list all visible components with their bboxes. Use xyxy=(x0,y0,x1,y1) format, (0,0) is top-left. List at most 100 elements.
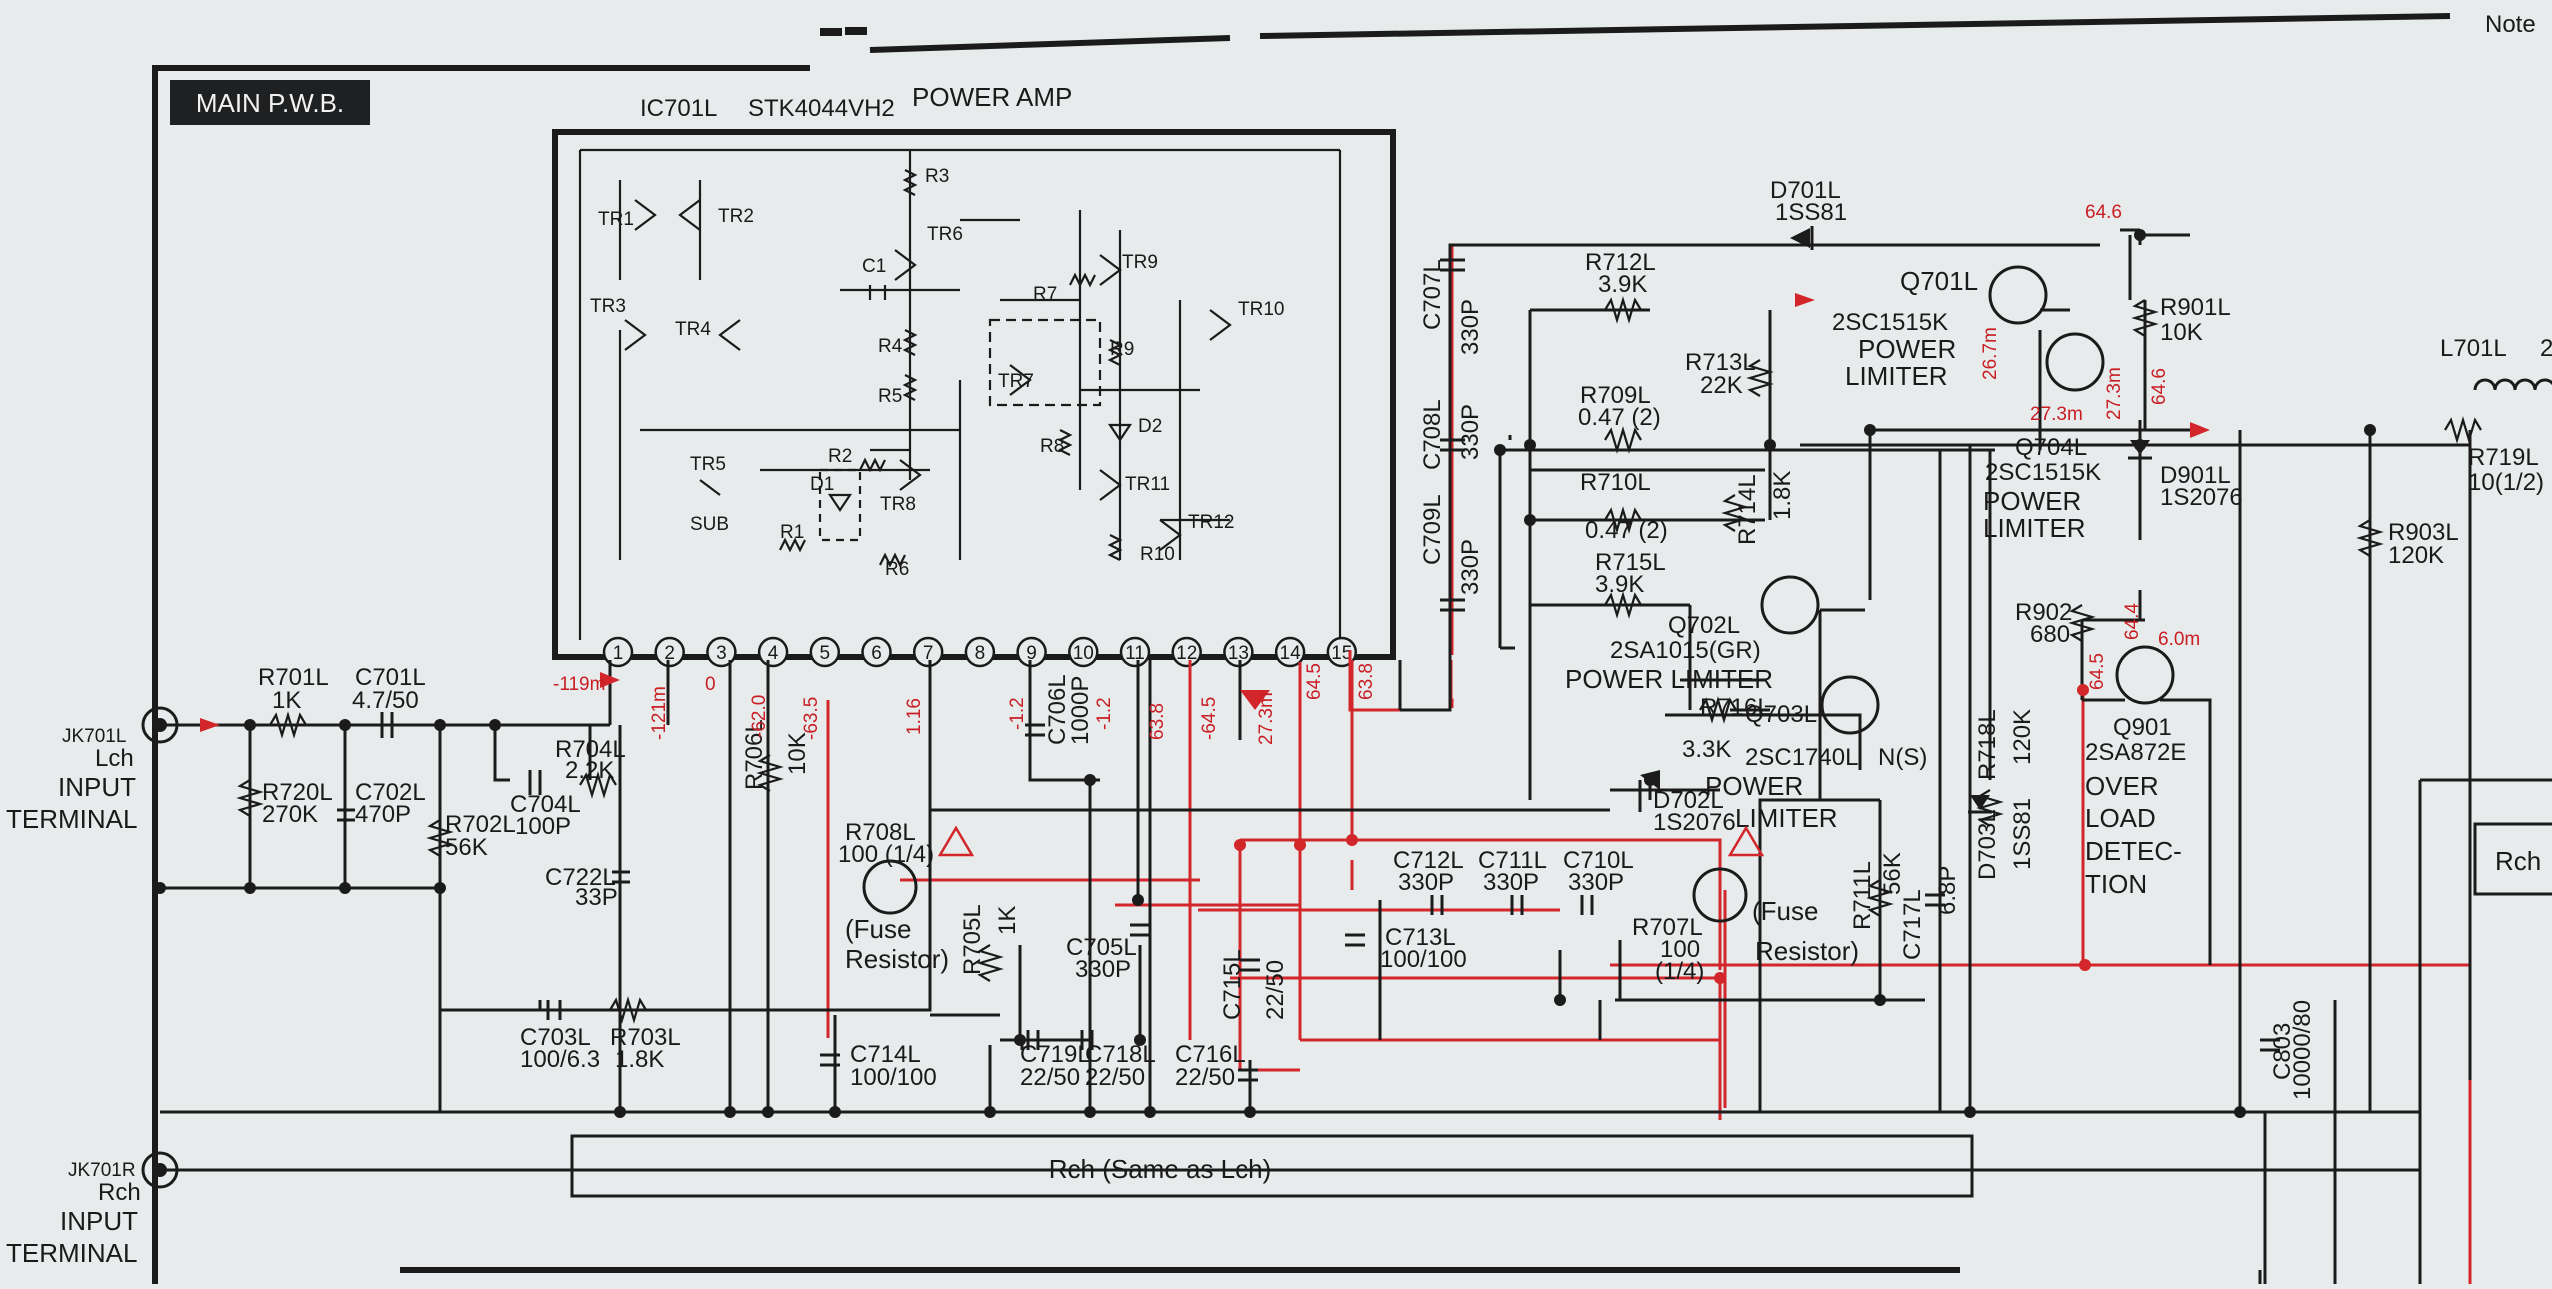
warning-icon xyxy=(937,825,975,857)
r711-val: 56K xyxy=(1879,852,1906,895)
rch-block-label: Rch (Same as Lch) xyxy=(1049,1154,1272,1184)
ic-pin-label: 7 xyxy=(923,643,934,664)
q702-func: POWER LIMITER xyxy=(1565,664,1773,694)
ic-pin-13 xyxy=(1223,636,1254,668)
junction-dot xyxy=(434,719,446,731)
r712-val: 3.9K xyxy=(1598,271,1647,298)
ic-pin-6 xyxy=(861,636,892,668)
jk-r-terminal: TERMINAL xyxy=(6,1238,137,1268)
v-p10: -1.2 xyxy=(1094,697,1115,730)
d702-ref: D702L xyxy=(1653,787,1724,814)
junction-dot xyxy=(984,1106,996,1118)
d701-val: 1SS81 xyxy=(1775,199,1847,226)
c716-val: 22/50 xyxy=(1175,1064,1235,1091)
ic-pin-label: 11 xyxy=(1125,643,1145,664)
junction-dot xyxy=(1134,1034,1146,1046)
ic-pin-label: 4 xyxy=(768,643,779,664)
c717-val: 6.8P xyxy=(1934,866,1961,915)
r706-val: 10K xyxy=(784,732,811,775)
junction-dot xyxy=(1144,1106,1156,1118)
jk-l-ch: Lch xyxy=(95,745,134,772)
q901-func4: TION xyxy=(2085,869,2147,899)
svg-text:TR12: TR12 xyxy=(1188,512,1234,533)
r720-val: 270K xyxy=(262,801,318,828)
v-p4: -62.0 xyxy=(749,695,770,738)
q901-part: 2SA872E xyxy=(2085,739,2186,766)
r715-ref: R715L xyxy=(1595,549,1666,576)
junction-dot xyxy=(2364,424,2376,436)
ic-pin-label: 2 xyxy=(664,643,675,664)
r704-ref: R704L xyxy=(555,736,626,763)
c711-ref: C711L xyxy=(1478,847,1547,874)
c715-val: 22/50 xyxy=(1262,960,1289,1020)
r720-ref: R720L xyxy=(262,779,333,806)
q701-func2: LIMITER xyxy=(1845,361,1948,391)
junction-dot xyxy=(2234,1106,2246,1118)
c705-val: 330P xyxy=(1075,956,1131,983)
junction-dot xyxy=(724,1106,736,1118)
v-q704-b: 27.3m xyxy=(2030,404,2083,425)
junction-dot xyxy=(489,719,501,731)
warning-icon xyxy=(1727,825,1765,857)
c712-ref: C712L xyxy=(1393,847,1464,874)
r710-ref: R710L xyxy=(1580,469,1651,496)
fuse1-line1: (Fuse xyxy=(845,914,911,944)
q703-ref: Q703L xyxy=(1745,701,1817,728)
board-title-box xyxy=(170,80,370,125)
svg-text:R5: R5 xyxy=(878,386,902,407)
junction-dot xyxy=(1714,972,1726,984)
c716-ref: C716L xyxy=(1175,1041,1246,1068)
r903-ref: R903L xyxy=(2388,519,2459,546)
q703-suffix: N(S) xyxy=(1878,744,1927,771)
c704-val: 100P xyxy=(515,813,571,840)
d701-ref: D701L xyxy=(1770,177,1841,204)
q702-ref: Q702L xyxy=(1668,612,1740,639)
svg-text:D2: D2 xyxy=(1138,416,1162,437)
v-p2: -121m xyxy=(649,686,670,740)
c707-ref: C707L xyxy=(1419,259,1446,330)
c709-ref: C709L xyxy=(1419,494,1446,565)
svg-text:R7: R7 xyxy=(1033,284,1057,305)
svg-text:SUB: SUB xyxy=(690,514,729,535)
r710-val: 0.47 (2) xyxy=(1585,517,1668,544)
c707-val: 330P xyxy=(1457,299,1484,355)
r713-ref: R713L xyxy=(1685,349,1756,376)
r718-ref: R718L xyxy=(1974,709,2001,780)
r707-pow: (1/4) xyxy=(1655,958,1704,985)
c712-val: 330P xyxy=(1398,869,1454,896)
fuse1-line2: Resistor) xyxy=(845,944,949,974)
inductor-symbol xyxy=(2473,378,2552,391)
c702-ref: C702L xyxy=(355,779,426,806)
junction-dot xyxy=(1524,439,1536,451)
svg-text:R4: R4 xyxy=(878,336,903,357)
c718-ref: C718L xyxy=(1085,1041,1156,1068)
r704-val: 2.2K xyxy=(565,757,614,784)
svg-text:TR6: TR6 xyxy=(927,224,963,245)
c701-val: 4.7/50 xyxy=(352,687,419,714)
ic-pin-label: 10 xyxy=(1073,643,1094,664)
junction-dot xyxy=(244,882,256,894)
c803-val: 10000/80 xyxy=(2289,1000,2316,1100)
r705-ref: R705L xyxy=(959,904,986,975)
q901-func2: LOAD xyxy=(2085,803,2156,833)
d901-val: 1S2076 xyxy=(2160,484,2243,511)
junction-dot xyxy=(1346,834,1358,846)
board-outline xyxy=(152,13,2451,1284)
r705-val: 1K xyxy=(994,906,1021,935)
c714-ref: C714L xyxy=(850,1041,921,1068)
jk-r-ref: JK701R xyxy=(68,1160,136,1181)
svg-text:R1: R1 xyxy=(780,522,804,543)
v-p9: -1.2 xyxy=(1007,697,1028,730)
v-q701-e: 26.7m xyxy=(1980,327,2001,380)
r709-val: 0.47 (2) xyxy=(1578,404,1661,431)
c717-ref: C717L xyxy=(1899,889,1926,960)
junction-dot xyxy=(1494,444,1506,456)
r714-val: 1.8K xyxy=(1769,471,1796,520)
jk-r-input: INPUT xyxy=(60,1206,138,1236)
svg-text:R3: R3 xyxy=(925,166,949,187)
l701-ref: L701L xyxy=(2440,335,2507,362)
note-label: Note xyxy=(2485,11,2536,38)
jk-l-ref: JK701L xyxy=(62,726,126,747)
